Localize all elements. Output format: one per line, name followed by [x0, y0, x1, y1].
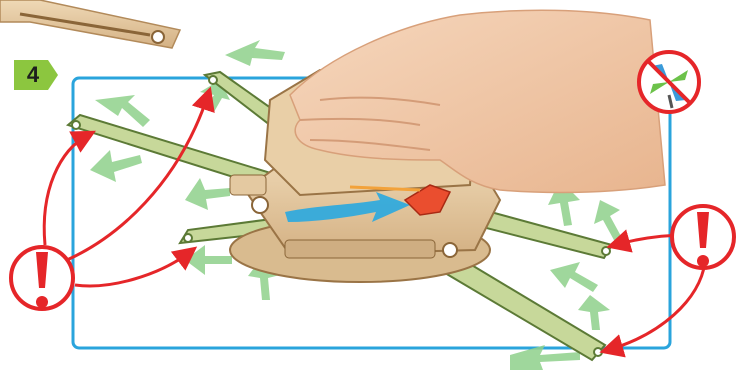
warning-left-icon	[11, 247, 73, 309]
step-badge: 4	[14, 60, 58, 90]
top-left-wooden-arm	[0, 0, 180, 48]
warning-right-icon	[672, 206, 734, 268]
step-number: 4	[14, 62, 52, 88]
no-pinwheel-icon	[639, 52, 699, 112]
